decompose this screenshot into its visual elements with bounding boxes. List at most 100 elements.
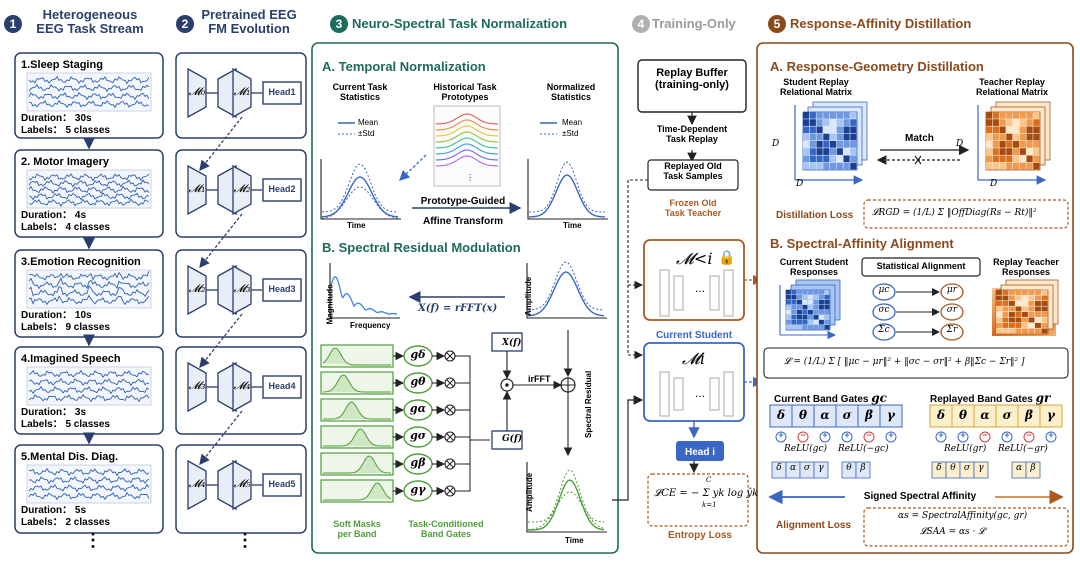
heatmap-cell: [823, 112, 830, 119]
heatmap-cell: [1013, 133, 1020, 141]
split-symbol: α: [1015, 463, 1023, 473]
heatmap-cell: [986, 133, 993, 141]
ce-sum-bottom: k=1: [702, 501, 717, 509]
heatmap-cell: [813, 295, 819, 300]
heatmap-cell: [1013, 141, 1020, 148]
matrix-axis: [977, 105, 1045, 180]
student-dots: ...: [695, 386, 706, 400]
split-symbol: δ: [936, 463, 942, 473]
heatmap-cell: [813, 305, 819, 310]
prototype-curve: [436, 137, 498, 149]
heatmap-cell: [830, 112, 837, 119]
heatmap-cell: [808, 295, 813, 300]
eeg-trace: [28, 467, 150, 477]
heatmap-cell: [1022, 317, 1028, 323]
task-duration: Duration： 4s: [21, 210, 87, 221]
amplitude-label-2: Amplitude: [525, 472, 535, 512]
heatmap-cell: [824, 320, 830, 325]
fm-label-b: 𝓜₅: [233, 477, 251, 490]
student-layer: [723, 371, 734, 417]
fm-label-b: 𝓜₄: [233, 379, 251, 392]
replayed-band-gates-label: Replayed Band Gates gr: [930, 391, 1051, 405]
teacher-stat-label: Σr: [946, 325, 958, 335]
task-duration: Duration： 10s: [21, 310, 92, 321]
heatmap-cell: [1028, 306, 1035, 312]
heatmap-cell: [830, 162, 837, 170]
response-axis: [779, 285, 835, 335]
time-label-3: Time: [565, 536, 584, 545]
heatmap-cell: [1009, 317, 1015, 323]
heatmap-cell: [992, 148, 999, 155]
heatmap-cell: [819, 295, 824, 300]
sign-label: +: [844, 430, 850, 440]
band-symbol: α: [980, 408, 990, 422]
heatmap-cell: [1013, 126, 1020, 134]
heatmap-cell: [824, 290, 830, 295]
multiply-sign: [446, 487, 454, 495]
heatmap-cell: [819, 310, 824, 315]
task-title: 2. Motor Imagery: [21, 156, 110, 168]
sign-label: +: [1048, 430, 1054, 440]
heatmap-cell: [802, 325, 808, 330]
heatmap-cell: [816, 119, 823, 126]
fm-encoder-b: [232, 264, 252, 316]
split-cell: [1025, 461, 1041, 479]
multiply-sign: [446, 352, 454, 360]
heatmap-cell: [1002, 306, 1009, 312]
heatmap-cell: [1006, 148, 1013, 155]
heatmap-cell: [986, 126, 993, 134]
sign-node: [885, 431, 897, 443]
spectral-residual-label: Spectral Residual: [584, 370, 594, 438]
eeg-trace: [28, 277, 150, 290]
eeg-trace: [28, 284, 150, 298]
time-label-2: Time: [563, 221, 582, 230]
heatmap-cell: [1041, 306, 1048, 312]
heatmap-cell: [809, 155, 816, 163]
heatmap-cell: [813, 325, 819, 330]
heatmap-cell: [1028, 301, 1035, 306]
sign-node: [863, 431, 875, 443]
xf-label: X(f): [502, 338, 522, 348]
heatmap-cell: [1028, 312, 1035, 317]
heatmap-cell: [999, 155, 1006, 163]
heatmap-cell: [996, 301, 1002, 306]
heatmap-cell: [1041, 328, 1048, 334]
heatmap-cell: [1006, 133, 1013, 141]
heatmap-cell: [816, 126, 823, 134]
fm-head-box: [262, 81, 302, 105]
plot-axes: [526, 462, 607, 533]
eeg-trace: [28, 83, 150, 93]
sign-node: [935, 431, 947, 443]
heatmap-cell: [819, 325, 824, 330]
heatmap-cell: [1033, 119, 1040, 126]
alignment-formula-box: [763, 347, 1069, 379]
frequency-label: Frequency: [350, 321, 391, 330]
heatmap-cell: [1015, 301, 1022, 306]
heatmap-cell: [813, 320, 819, 325]
heatmap-cell: [819, 315, 824, 320]
fm-label-a: 𝓜₃: [188, 379, 206, 392]
task-duration: Duration： 3s: [21, 407, 87, 418]
head-i-label: Head i: [684, 447, 715, 458]
heatmap-cell: [999, 112, 1006, 119]
heatmap-cell: [802, 315, 808, 320]
plot-axes: [527, 159, 608, 220]
heatmap-cell: [1009, 301, 1015, 306]
band-symbol: θ: [798, 408, 807, 422]
heatmap-cell: [1033, 141, 1040, 148]
split-cell: [973, 461, 989, 479]
plot-axes: [526, 263, 607, 319]
heatmap-cell: [1015, 317, 1022, 323]
heatmap-cell: [813, 315, 819, 320]
heatmap-cell: [830, 126, 837, 134]
fm-head-box: [262, 278, 302, 302]
heatmap-cell: [986, 141, 993, 148]
fm-label-b: 𝓜₁: [233, 85, 251, 98]
heatmap-cell: [850, 155, 857, 163]
gate-merge-line: [455, 439, 490, 492]
heatmap-cell: [808, 305, 813, 310]
band-gate-label: gδ: [410, 348, 426, 361]
task-ellipsis: ⋮: [84, 530, 102, 550]
heatmap-cell: [1028, 317, 1035, 323]
